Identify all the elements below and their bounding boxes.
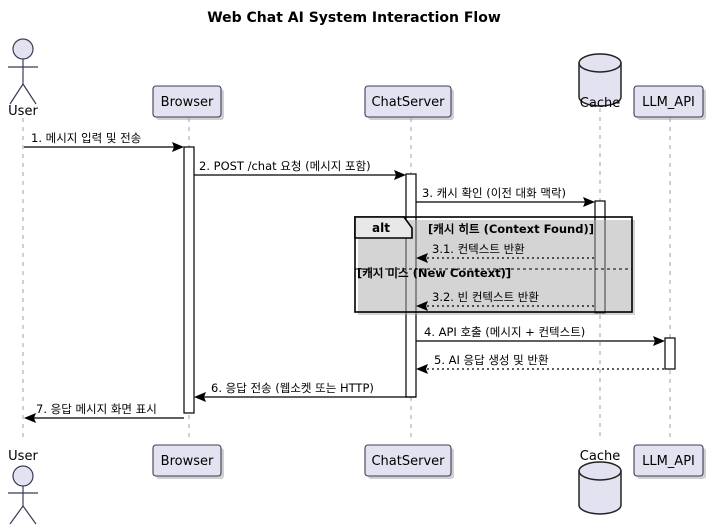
message-7[interactable]: 7. 응답 메시지 화면 표시 xyxy=(24,402,184,423)
participant-label-chatserver-bottom: ChatServer xyxy=(371,454,445,469)
participant-box-chatserver-top xyxy=(364,85,452,118)
message-5-arrowhead xyxy=(416,364,428,374)
actor-head-bottom-icon xyxy=(12,465,34,487)
database-body-bottom-icon xyxy=(578,470,622,515)
message-3-1[interactable]: 3.1. 컨텍스트 반환 xyxy=(416,242,595,263)
message-3-2-arrowhead xyxy=(416,301,428,311)
actor-head-icon xyxy=(12,38,34,60)
participant-user-top[interactable]: User xyxy=(8,38,38,119)
alt-fragment: alt [캐시 히트 (Context Found)] [캐시 미스 (New … xyxy=(354,216,635,315)
message-7-arrowhead xyxy=(24,413,36,423)
participant-label-user-top: User xyxy=(8,104,38,119)
alt-guard-branch-1: [캐시 히트 (Context Found)] xyxy=(428,222,594,236)
message-1-label: 1. 메시지 입력 및 전송 xyxy=(31,131,141,145)
message-3-arrowhead xyxy=(583,197,595,207)
message-6[interactable]: 6. 응답 전송 (웹소켓 또는 HTTP) xyxy=(194,381,416,402)
message-5-label: 5. AI 응답 생성 및 반환 xyxy=(434,353,549,367)
message-2-label: 2. POST /chat 요청 (메시지 포함) xyxy=(199,159,371,173)
message-3-label: 3. 캐시 확인 (이전 대화 맥락) xyxy=(422,186,566,200)
activation-browser xyxy=(183,146,195,414)
actor-leg-right-bottom-icon xyxy=(22,505,37,525)
actor-leg-left-icon xyxy=(9,83,24,105)
participant-box-chatserver-bottom xyxy=(364,444,452,477)
actor-leg-right-icon xyxy=(22,83,37,105)
participant-label-llmapi-top: LLM_API xyxy=(642,95,695,110)
message-5[interactable]: 5. AI 응답 생성 및 반환 xyxy=(416,353,665,374)
participant-label-browser-bottom: Browser xyxy=(161,454,214,469)
message-3-2-label: 3.2. 빈 컨텍스트 반환 xyxy=(432,290,539,304)
participant-cache-top[interactable]: Cache xyxy=(578,53,622,111)
participant-chatserver-bottom[interactable]: ChatServer xyxy=(364,444,454,479)
diagram-title: Web Chat AI System Interaction Flow xyxy=(207,10,501,26)
message-3[interactable]: 3. 캐시 확인 (이전 대화 맥락) xyxy=(416,186,595,207)
participant-label-browser-top: Browser xyxy=(161,95,214,110)
message-4-label: 4. API 호출 (메시지 + 컨텍스트) xyxy=(424,325,585,339)
message-7-label: 7. 응답 메시지 화면 표시 xyxy=(36,402,157,416)
message-2[interactable]: 2. POST /chat 요청 (메시지 포함) xyxy=(194,159,406,180)
message-6-arrowhead xyxy=(194,392,206,402)
participant-cache-bottom[interactable]: Cache xyxy=(578,449,622,515)
message-3-2[interactable]: 3.2. 빈 컨텍스트 반환 xyxy=(416,290,595,311)
participant-llmapi-bottom[interactable]: LLM_API xyxy=(633,444,706,479)
actor-leg-left-bottom-icon xyxy=(9,505,24,525)
participant-chatserver-top[interactable]: ChatServer xyxy=(364,85,454,120)
participant-box-llmapi-bottom xyxy=(633,444,704,477)
participant-box-browser-bottom xyxy=(152,444,222,477)
participant-label-user-bottom: User xyxy=(8,449,38,464)
message-3-1-arrowhead xyxy=(416,253,428,263)
participant-label-chatserver-top: ChatServer xyxy=(371,95,445,110)
participant-user-bottom[interactable]: User xyxy=(8,449,38,525)
activation-llmapi xyxy=(664,337,676,370)
alt-fragment-tab xyxy=(354,216,413,239)
message-2-arrowhead xyxy=(394,170,406,180)
alt-guard-branch-2: [캐시 미스 (New Context)] xyxy=(357,266,511,280)
participant-llmapi-top[interactable]: LLM_API xyxy=(633,85,706,120)
participant-label-cache-bottom: Cache xyxy=(580,449,620,464)
alt-fragment-operator: alt xyxy=(372,221,390,235)
message-3-1-label: 3.1. 컨텍스트 반환 xyxy=(432,242,525,256)
message-6-label: 6. 응답 전송 (웹소켓 또는 HTTP) xyxy=(211,381,374,395)
participant-browser-top[interactable]: Browser xyxy=(152,85,224,120)
message-4-arrowhead xyxy=(653,336,665,346)
database-top-bottom-icon xyxy=(578,461,622,481)
message-1-arrowhead xyxy=(172,142,184,152)
participant-box-llmapi-top xyxy=(633,85,704,118)
participant-label-llmapi-bottom: LLM_API xyxy=(642,454,695,469)
database-top-icon xyxy=(578,53,622,73)
participant-label-cache-top: Cache xyxy=(580,96,620,111)
message-4[interactable]: 4. API 호출 (메시지 + 컨텍스트) xyxy=(416,325,665,346)
message-1[interactable]: 1. 메시지 입력 및 전송 xyxy=(24,131,184,152)
participant-browser-bottom[interactable]: Browser xyxy=(152,444,224,479)
database-body-icon xyxy=(578,62,622,107)
participant-box-browser-top xyxy=(152,85,222,118)
alt-fragment-outline xyxy=(354,216,633,313)
